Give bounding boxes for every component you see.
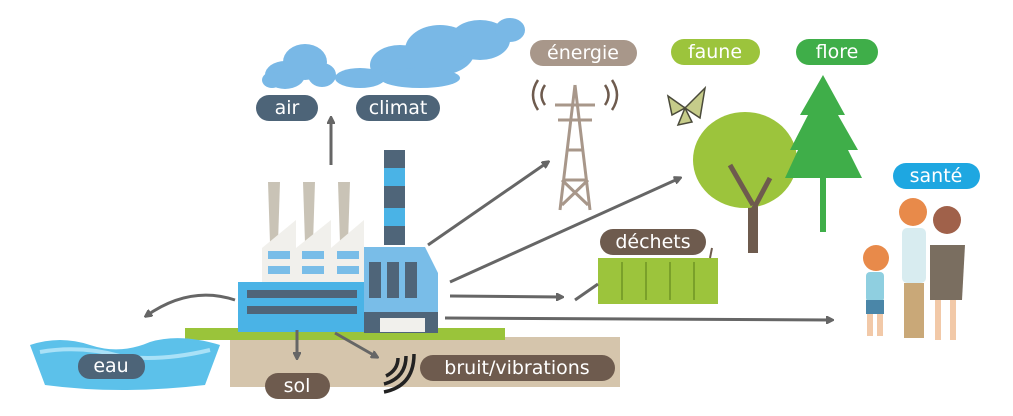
cloud-icon [335, 18, 525, 88]
label-eau: eau [78, 354, 145, 379]
label-bruit-vibrations: bruit/vibrations [420, 355, 615, 381]
tree-icon [785, 75, 862, 232]
svg-text:air: air [275, 97, 300, 119]
label-energie: énergie [530, 40, 637, 66]
svg-text:santé: santé [910, 165, 963, 187]
factory-illustration [238, 150, 438, 333]
svg-text:énergie: énergie [547, 42, 619, 64]
svg-text:flore: flore [816, 41, 859, 63]
label-flore: flore [796, 39, 878, 65]
cloud-icon [262, 44, 336, 89]
label-sol: sol [265, 373, 330, 399]
family-illustration [863, 198, 965, 340]
svg-text:sol: sol [284, 375, 311, 397]
svg-text:climat: climat [369, 97, 428, 119]
waste-container-icon [598, 247, 718, 304]
label-sante: santé [893, 163, 980, 189]
impact-arrows [146, 118, 832, 358]
svg-text:déchets: déchets [615, 231, 690, 253]
label-dechets: déchets [600, 229, 706, 255]
butterfly-icon [666, 85, 707, 127]
power-pylon-icon [531, 79, 619, 211]
svg-text:faune: faune [688, 41, 742, 63]
label-faune: faune [671, 39, 760, 65]
svg-text:bruit/vibrations: bruit/vibrations [444, 357, 589, 379]
label-climat: climat [356, 95, 440, 121]
noise-waves-icon [383, 353, 416, 394]
svg-text:eau: eau [93, 355, 128, 377]
label-air: air [256, 95, 318, 121]
tree-icon [693, 112, 797, 253]
